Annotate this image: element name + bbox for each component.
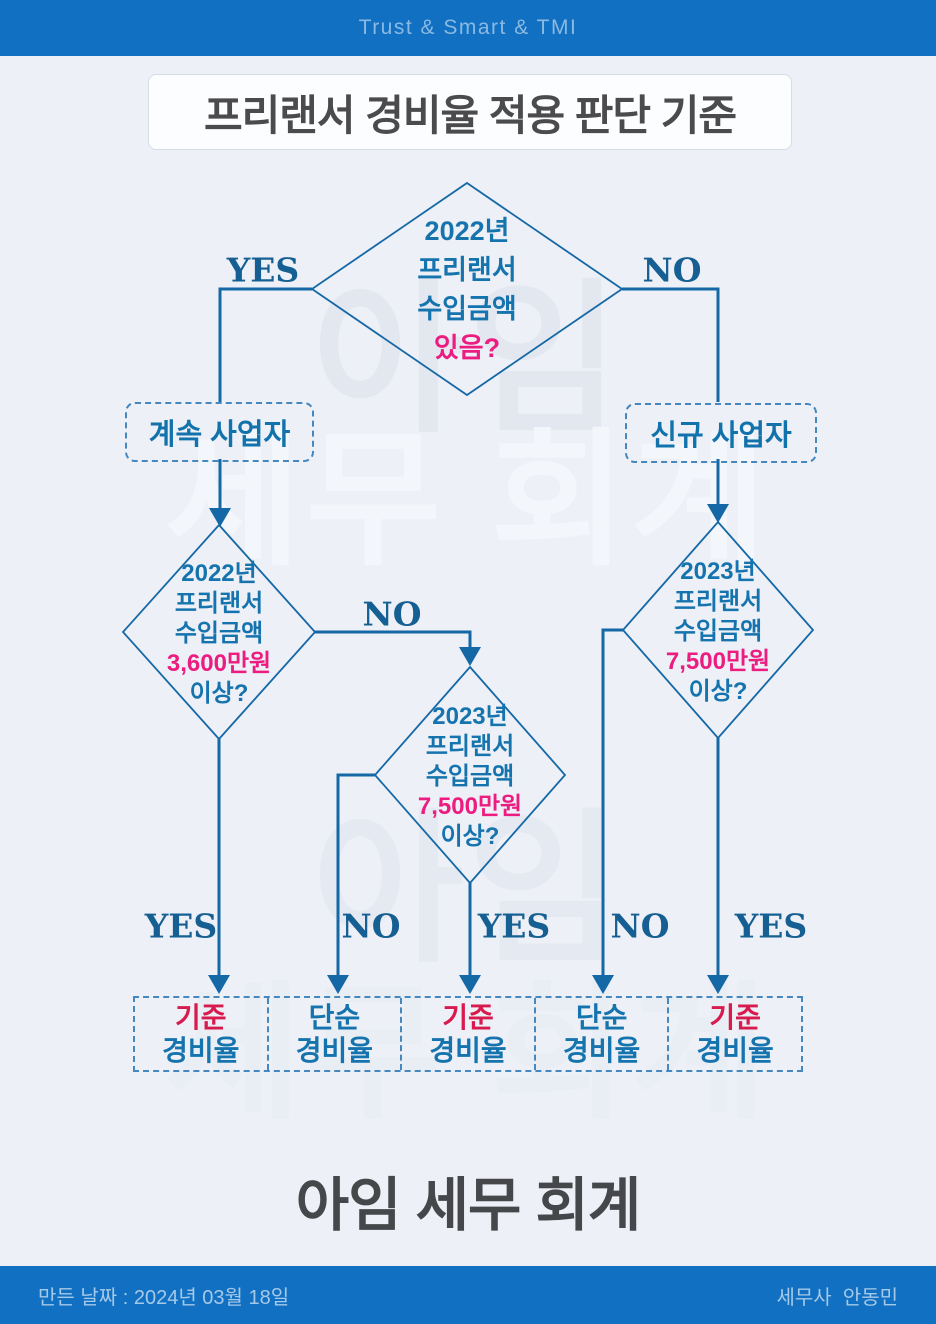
decision-question: 있음?: [433, 333, 501, 363]
arrowhead-icon: [209, 508, 231, 527]
result-standard-rate: 기준 경비율: [667, 998, 801, 1070]
result-bottom-label: 경비율: [162, 1035, 240, 1066]
branch-label-yes: YES: [144, 906, 218, 946]
connector-root-no: [622, 287, 720, 402]
decision-diamond-root: [310, 181, 624, 397]
arrowhead-icon: [459, 975, 481, 994]
result-standard-rate: 기준 경비율: [135, 998, 267, 1070]
branch-label-yes: YES: [734, 906, 808, 946]
result-simple-rate: 단순 경비율: [533, 998, 668, 1070]
results-row: 기준 경비율 단순 경비율 기준 경비율 단순 경비율 기준 경비율: [133, 996, 803, 1072]
connector-left-no: [315, 630, 472, 649]
page-title: 프리랜서 경비율 적용 판단 기준: [204, 91, 737, 139]
watermark-text: 아임: [312, 267, 624, 452]
watermark-text: 세무 회계: [165, 418, 771, 584]
decision-amount: 3,600만원: [166, 650, 272, 677]
decision-amount: 7,500만원: [417, 793, 523, 820]
brand-title: 아임 세무 회계: [295, 1173, 641, 1238]
decision-line: 2022년: [181, 560, 257, 587]
connector-root-yes: [218, 287, 312, 402]
footer-created-date: 만든 날짜 : 2024년 03월 18일: [38, 1286, 290, 1309]
result-simple-rate: 단순 경비율: [266, 998, 401, 1070]
node-label: 신규 사업자: [650, 420, 792, 452]
arrowhead-icon: [707, 504, 729, 523]
decision-line: 2023년: [432, 703, 508, 730]
decision-amount: 7,500만원: [665, 648, 771, 675]
branch-label-yes: YES: [477, 906, 551, 946]
decision-root-text: 2022년 프리랜서 수입금액 있음?: [417, 212, 516, 368]
branch-label-no: NO: [610, 906, 670, 946]
watermark-text: 세무 회계: [165, 971, 771, 1137]
decision-line: 수입금액: [425, 763, 515, 790]
decision-line: 프리랜서: [417, 255, 517, 285]
decision-question: 이상?: [440, 823, 500, 850]
branch-label-no: NO: [362, 594, 422, 634]
arrowhead-icon: [707, 975, 729, 994]
decision-question: 이상?: [688, 678, 748, 705]
result-top-label: 기준: [709, 1002, 761, 1033]
decision-left-text: 2022년 프리랜서 수입금액 3,600만원 이상?: [167, 559, 271, 709]
title-box: 프리랜서 경비율 적용 판단 기준: [148, 74, 792, 150]
result-top-label: 단순: [575, 1002, 628, 1033]
decision-line: 프리랜서: [174, 590, 264, 617]
arrowhead-icon: [208, 975, 230, 994]
result-bottom-label: 경비율: [429, 1035, 507, 1066]
decision-right-text: 2023년 프리랜서 수입금액 7,500만원 이상?: [666, 557, 770, 707]
branch-label-yes: YES: [226, 250, 300, 290]
result-top-label: 단순: [308, 1002, 361, 1033]
result-bottom-label: 경비율: [295, 1035, 374, 1066]
decision-line: 수입금액: [174, 620, 264, 647]
branch-label-no: NO: [642, 250, 702, 290]
result-bottom-label: 경비율: [696, 1035, 774, 1066]
decision-line: 수입금액: [673, 618, 763, 645]
footer-bar: 만든 날짜 : 2024년 03월 18일 세무사 안동민: [0, 1266, 936, 1324]
result-bottom-label: 경비율: [562, 1035, 641, 1066]
result-standard-rate: 기준 경비율: [400, 998, 534, 1070]
watermark-text: 아임: [312, 797, 624, 982]
decision-question: 이상?: [189, 680, 249, 707]
footer-author: 세무사 안동민: [776, 1286, 898, 1309]
arrowhead-icon: [327, 975, 349, 994]
node-continuing-business: 계속 사업자: [125, 402, 314, 462]
node-label: 계속 사업자: [148, 419, 291, 451]
connector-middle-no: [336, 773, 375, 977]
decision-line: 수입금액: [417, 294, 517, 324]
result-top-label: 기준: [175, 1002, 227, 1033]
result-top-label: 기준: [442, 1002, 494, 1033]
connector-right-no: [601, 628, 623, 977]
branch-label-no: NO: [341, 906, 401, 946]
header-bar: Trust & Smart & TMI: [0, 0, 936, 56]
decision-line: 프리랜서: [673, 588, 763, 615]
arrowhead-icon: [459, 647, 481, 666]
decision-line: 2023년: [680, 558, 756, 585]
decision-line: 프리랜서: [425, 733, 515, 760]
arrowhead-icon: [592, 975, 614, 994]
decision-line: 2022년: [424, 216, 510, 246]
decision-middle-text: 2023년 프리랜서 수입금액 7,500만원 이상?: [418, 702, 522, 852]
node-new-business: 신규 사업자: [625, 403, 817, 463]
header-tagline: Trust & Smart & TMI: [358, 16, 578, 39]
